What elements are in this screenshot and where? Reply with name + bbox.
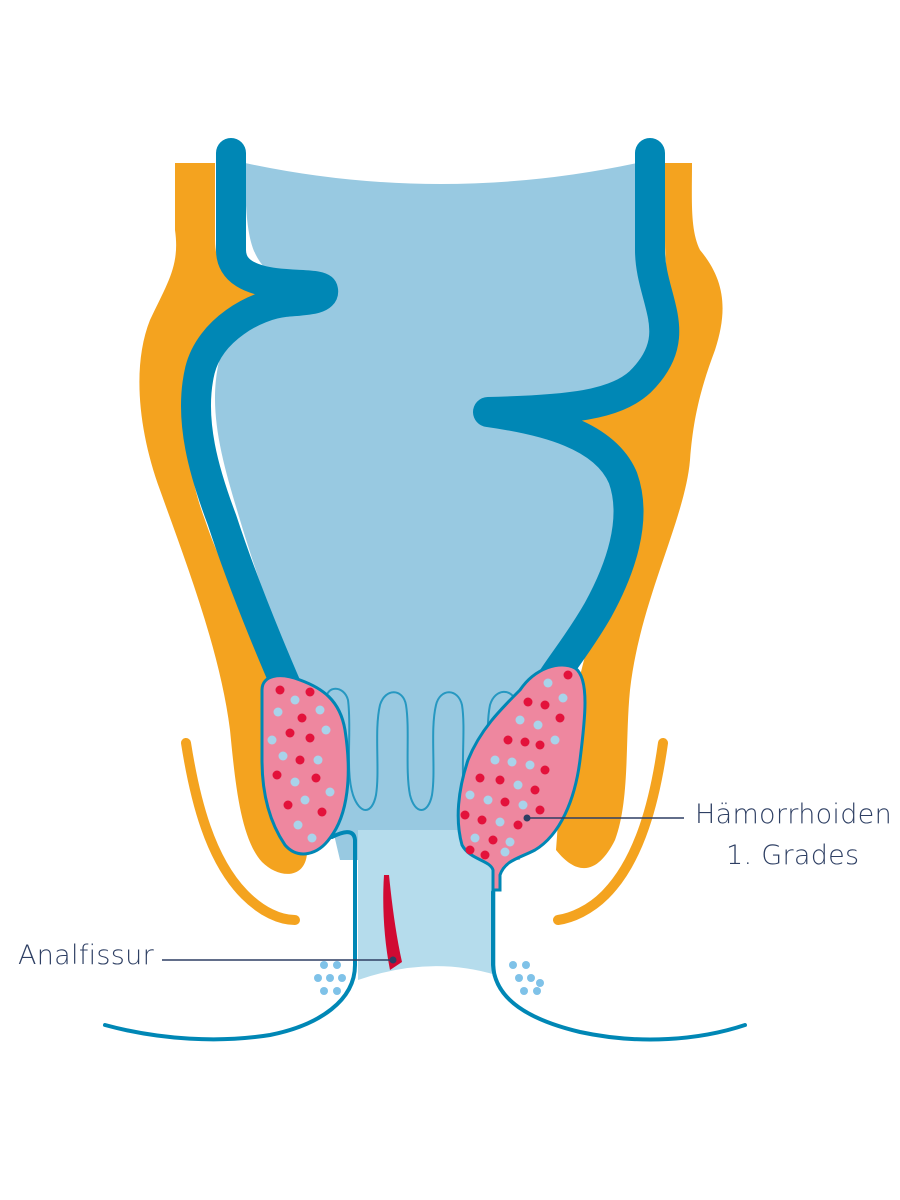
rectum-lumen xyxy=(214,163,650,860)
label-analfissur: Analfissur xyxy=(18,940,154,971)
skin-gland-dot xyxy=(333,961,341,969)
haemorrhoid-dot-red xyxy=(535,740,545,750)
skin-gland-dot xyxy=(320,961,328,969)
haemorrhoid-dot-light xyxy=(515,715,525,725)
haemorrhoid-leader-dot xyxy=(523,814,531,822)
label-haemorrhoiden: Hämorrhoiden xyxy=(695,799,892,830)
skin-gland-dot xyxy=(515,974,523,982)
left-external-sphincter xyxy=(181,738,300,925)
haemorrhoid-dot-red xyxy=(460,810,470,820)
label-haemorrhoiden-grade: 1. Grades xyxy=(726,840,860,871)
haemorrhoid-dot-red xyxy=(305,687,315,697)
haemorrhoid-dot-red xyxy=(503,735,513,745)
skin-gland-dot xyxy=(326,974,334,982)
haemorrhoid-dot-light xyxy=(321,725,331,735)
haemorrhoid-dot-red xyxy=(465,845,475,855)
haemorrhoid-dot-light xyxy=(543,678,553,688)
haemorrhoid-dot-red xyxy=(275,685,285,695)
haemorrhoid-dot-red xyxy=(311,773,321,783)
haemorrhoid-dot-light xyxy=(315,705,325,715)
skin-gland-dot xyxy=(333,987,341,995)
haemorrhoid-dot-light xyxy=(513,780,523,790)
haemorrhoid-dot-red xyxy=(317,807,327,817)
haemorrhoid-dot-red xyxy=(480,850,490,860)
haemorrhoid-dot-light xyxy=(325,787,335,797)
haemorrhoid-dot-red xyxy=(272,770,282,780)
haemorrhoid-dot-light xyxy=(465,790,475,800)
haemorrhoid-dot-red xyxy=(540,700,550,710)
left-rectal-wall xyxy=(180,138,338,705)
haemorrhoid-dot-red xyxy=(513,820,523,830)
skin-gland-dot xyxy=(314,974,322,982)
haemorrhoid-dot-red xyxy=(477,815,487,825)
haemorrhoid-dot-red xyxy=(540,765,550,775)
skin-gland-dot xyxy=(338,974,346,982)
haemorrhoid-dot-light xyxy=(500,847,510,857)
haemorrhoid-dot-light xyxy=(293,820,303,830)
haemorrhoid-dot-light xyxy=(525,760,535,770)
haemorrhoid-dot-light xyxy=(505,837,515,847)
right-external-sphincter xyxy=(553,738,668,925)
haemorrhoid-dot-light xyxy=(550,735,560,745)
haemorrhoid-dot-light xyxy=(483,795,493,805)
right-rectal-wall xyxy=(473,138,680,705)
haemorrhoid-dot-light xyxy=(470,833,480,843)
haemorrhoid-dot-red xyxy=(520,737,530,747)
haemorrhoid-dot-red xyxy=(500,797,510,807)
anal-fissure xyxy=(383,875,402,970)
left-haemorrhoid xyxy=(260,674,350,856)
haemorrhoid-dot-light xyxy=(290,695,300,705)
haemorrhoid-dot-light xyxy=(507,757,517,767)
haemorrhoid-dot-red xyxy=(295,755,305,765)
haemorrhoid-dot-light xyxy=(290,777,300,787)
skin-gland-dot xyxy=(522,961,530,969)
haemorrhoid-dot-red xyxy=(535,805,545,815)
skin-gland-dot xyxy=(520,987,528,995)
haemorrhoid-dot-light xyxy=(518,800,528,810)
haemorrhoid-dot-light xyxy=(313,755,323,765)
haemorrhoid-dot-red xyxy=(555,713,565,723)
haemorrhoid-dot-light xyxy=(490,755,500,765)
haemorrhoid-dot-light xyxy=(495,817,505,827)
skin-gland-dot xyxy=(533,987,541,995)
haemorrhoid-dot-light xyxy=(267,735,277,745)
right-haemorrhoid xyxy=(456,663,587,892)
haemorrhoid-dot-light xyxy=(307,833,317,843)
haemorrhoid-dot-light xyxy=(300,795,310,805)
haemorrhoid-dot-red xyxy=(285,728,295,738)
fissure-leader-dot xyxy=(389,956,397,964)
haemorrhoid-dot-light xyxy=(533,720,543,730)
haemorrhoid-dot-light xyxy=(278,751,288,761)
haemorrhoid-dot-red xyxy=(488,835,498,845)
haemorrhoid-dot-red xyxy=(475,773,485,783)
haemorrhoid-dot-red xyxy=(530,785,540,795)
haemorrhoid-dot-red xyxy=(305,733,315,743)
skin-gland-dot xyxy=(509,961,517,969)
haemorrhoid-dot-red xyxy=(283,800,293,810)
haemorrhoid-dot-red xyxy=(523,697,533,707)
skin-gland-dot xyxy=(527,974,535,982)
skin-gland-dot xyxy=(536,979,544,987)
haemorrhoid-dot-light xyxy=(273,707,283,717)
haemorrhoid-dot-light xyxy=(558,693,568,703)
left-anal-wall xyxy=(103,830,357,1042)
right-anal-wall xyxy=(491,890,747,1042)
haemorrhoid-dot-red xyxy=(495,775,505,785)
haemorrhoid-dot-red xyxy=(297,713,307,723)
skin-gland-dot xyxy=(320,987,328,995)
haemorrhoid-dot-red xyxy=(563,670,573,680)
